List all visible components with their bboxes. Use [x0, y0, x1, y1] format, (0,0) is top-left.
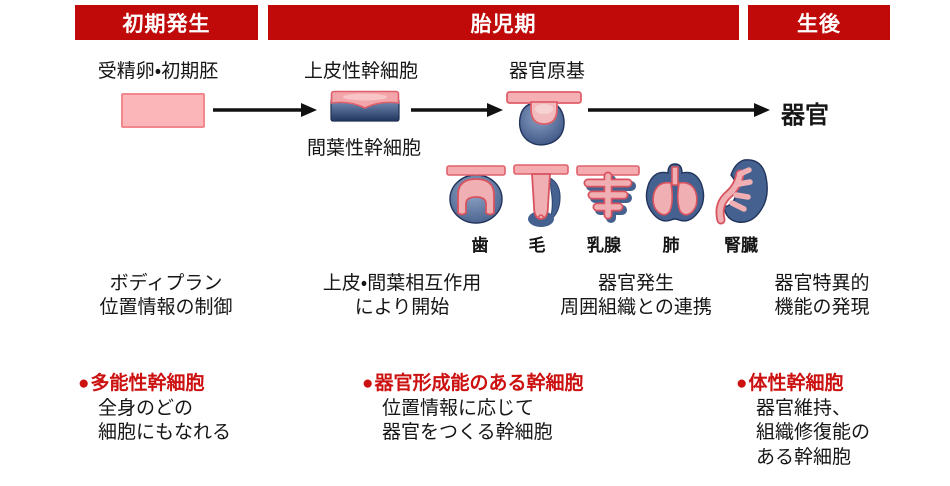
stage-note-bodyplan: ボディプラン 位置情報の制御	[99, 273, 233, 318]
banner-postnatal: 生後	[748, 5, 890, 40]
tooth-icon	[446, 161, 506, 227]
arrow-right-icon	[586, 100, 770, 120]
stage-note-organ-specific: 器官特異的 機能の発現	[774, 273, 870, 318]
organ-label-tooth: 歯	[471, 236, 489, 255]
organ-primordium-label: 器官原基	[508, 61, 586, 82]
hair-follicle-icon	[513, 160, 571, 228]
banner-fetal-period: 胎児期	[268, 5, 739, 40]
embryo-box-icon	[121, 93, 205, 128]
organ-label-lung: 肺	[662, 236, 680, 255]
stem-cell-note-organ-forming: ●器官形成能のある幹細胞 位置情報に応じて 器官をつくる幹細胞	[362, 373, 584, 443]
note-title: 器官形成能のある幹細胞	[374, 373, 584, 394]
stage-note-interaction: 上皮・間葉相互作用 により開始	[322, 273, 482, 318]
mesenchymal-stem-cell-label: 間葉性幹細胞	[306, 138, 422, 159]
banner-label: 胎児期	[470, 12, 537, 36]
epithelial-stem-cell-label: 上皮性幹細胞	[303, 61, 419, 82]
organ-label-mammary: 乳腺	[587, 236, 621, 255]
organ-label: 器官	[781, 102, 829, 129]
organ-label-kidney: 腎臓	[724, 236, 758, 255]
arrow-right-icon	[211, 100, 317, 120]
kidney-icon	[708, 157, 768, 227]
stage-note-organogenesis: 器官発生 周囲組織との連携	[560, 273, 712, 318]
lung-icon	[643, 161, 707, 229]
mammary-gland-icon	[576, 161, 640, 229]
bullet-icon: ●	[362, 373, 374, 394]
epithelial-mesenchymal-bilayer-icon	[330, 90, 400, 123]
stem-cell-note-pluripotent: ●多能性幹細胞 全身のどの 細胞にもなれる	[78, 373, 232, 443]
organ-label-hair: 毛	[528, 236, 546, 255]
organ-primordium-icon	[504, 87, 584, 151]
note-title: 体性幹細胞	[748, 373, 844, 394]
bullet-icon: ●	[78, 373, 90, 394]
arrow-right-icon	[409, 100, 503, 120]
stem-cell-note-somatic: ●体性幹細胞 器官維持、 組織修復能の ある幹細胞	[736, 373, 871, 468]
banner-label: 生後	[797, 12, 841, 36]
bullet-icon: ●	[736, 373, 748, 394]
fertilized-egg-label: 受精卵・初期胚	[97, 61, 219, 82]
note-title: 多能性幹細胞	[90, 373, 205, 394]
banner-label: 初期発生	[122, 12, 211, 36]
banner-early-development: 初期発生	[75, 5, 258, 40]
